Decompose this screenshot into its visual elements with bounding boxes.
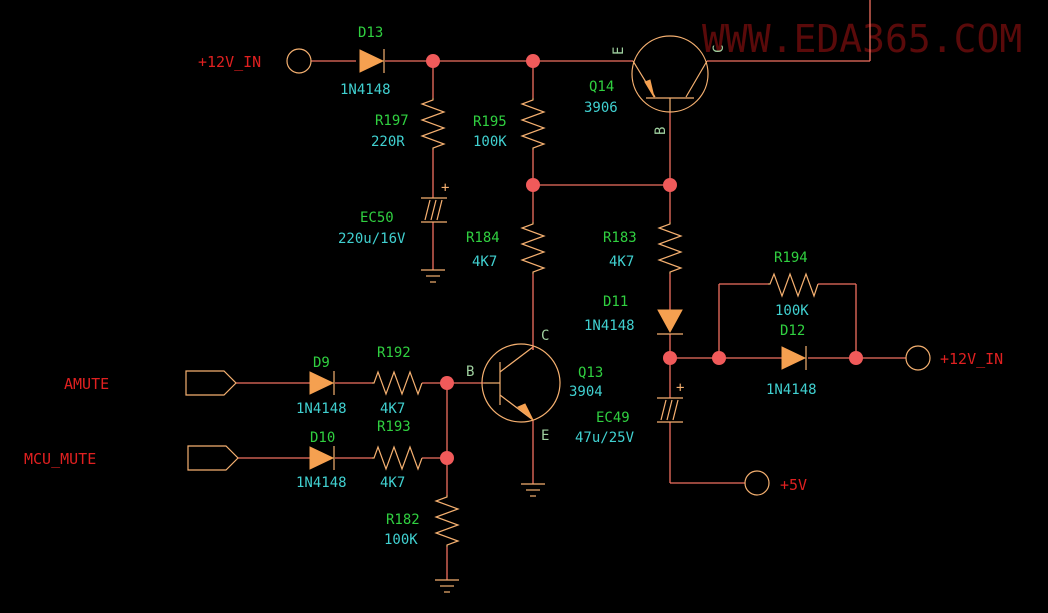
pin-label: E <box>611 47 627 55</box>
pin-label: E <box>541 428 549 444</box>
value-label: 100K <box>473 134 507 150</box>
port-mcu-mute[interactable] <box>187 445 239 471</box>
capacitor-ec50[interactable]: + <box>421 180 449 223</box>
power-port-vin-left[interactable] <box>286 48 312 74</box>
value-label: 47u/25V <box>575 430 635 446</box>
resistor-r183[interactable] <box>657 222 683 274</box>
junction-dot <box>440 451 454 465</box>
net-label-amute: AMUTE <box>64 375 109 393</box>
ref-label: EC50 <box>360 210 394 226</box>
net-label-5v: +5V <box>780 476 807 494</box>
resistor-r184[interactable] <box>520 222 546 274</box>
value-label: 1N4148 <box>296 475 347 491</box>
pin-label: B <box>466 364 474 380</box>
ref-label: D12 <box>780 323 805 339</box>
junction-dot <box>426 54 440 68</box>
diode-d12[interactable] <box>781 346 807 370</box>
net-label-vin-right: +12V_IN <box>940 350 1003 368</box>
ground-symbol <box>421 269 445 283</box>
ground-symbol <box>521 483 545 497</box>
value-label: 1N4148 <box>584 318 635 334</box>
power-port-vin-right[interactable] <box>905 345 931 371</box>
value-label: 1N4148 <box>340 82 391 98</box>
junction-dot <box>440 376 454 390</box>
capacitor-ec49[interactable]: + <box>657 380 684 423</box>
value-label: 220R <box>371 134 405 150</box>
ref-label: R184 <box>466 230 500 246</box>
ref-label: R183 <box>603 230 637 246</box>
resistor-r192[interactable] <box>372 370 423 396</box>
power-port-5v[interactable] <box>744 470 770 496</box>
watermark-text: WWW.EDA365.COM <box>702 17 1022 61</box>
ref-label: R197 <box>375 113 409 129</box>
ref-label: D11 <box>603 294 628 310</box>
junctions <box>426 54 863 465</box>
ref-label: R182 <box>386 512 420 528</box>
polarity-mark: + <box>676 380 684 396</box>
junction-dot <box>526 178 540 192</box>
ref-label: R193 <box>377 419 411 435</box>
diode-d13[interactable] <box>359 49 385 73</box>
resistor-r194[interactable] <box>768 272 819 298</box>
value-label: 3906 <box>584 100 618 116</box>
resistor-r182[interactable] <box>434 495 460 547</box>
transistor-q13[interactable] <box>481 343 561 423</box>
ref-label: R195 <box>473 114 507 130</box>
resistor-r197[interactable] <box>420 98 446 150</box>
value-label: 100K <box>775 303 809 319</box>
ref-label: R194 <box>774 250 808 266</box>
junction-dot <box>712 351 726 365</box>
ref-label: D10 <box>310 430 335 446</box>
value-label: 1N4148 <box>766 382 817 398</box>
value-label: 4K7 <box>609 254 634 270</box>
net-label-mcu-mute: MCU_MUTE <box>24 450 96 468</box>
value-label: 4K7 <box>472 254 497 270</box>
junction-dot <box>526 54 540 68</box>
value-label: 4K7 <box>380 401 405 417</box>
port-amute[interactable] <box>185 370 237 396</box>
ref-label: Q14 <box>589 79 614 95</box>
diode-d10[interactable] <box>309 446 335 470</box>
value-label: 220u/16V <box>338 231 406 247</box>
ref-label: EC49 <box>596 410 630 426</box>
value-label: 1N4148 <box>296 401 347 417</box>
resistor-r195[interactable] <box>520 98 546 150</box>
diode-d11[interactable] <box>657 309 683 335</box>
ref-label: D9 <box>313 355 330 371</box>
junction-dot <box>849 351 863 365</box>
junction-dot <box>663 351 677 365</box>
value-label: 3904 <box>569 384 603 400</box>
pin-label: B <box>653 127 669 135</box>
pin-label: C <box>711 45 727 53</box>
value-label: 100K <box>384 532 418 548</box>
resistor-r193[interactable] <box>372 445 423 471</box>
transistor-q14[interactable] <box>631 35 709 113</box>
value-label: 4K7 <box>380 475 405 491</box>
polarity-mark: + <box>441 180 449 196</box>
ref-label: R192 <box>377 345 411 361</box>
pin-label: C <box>541 328 549 344</box>
diode-d9[interactable] <box>309 371 335 395</box>
ref-label: D13 <box>358 25 383 41</box>
ref-label: Q13 <box>578 365 603 381</box>
ground-symbol <box>435 579 459 593</box>
net-label-vin-left: +12V_IN <box>198 53 261 71</box>
junction-dot <box>663 178 677 192</box>
